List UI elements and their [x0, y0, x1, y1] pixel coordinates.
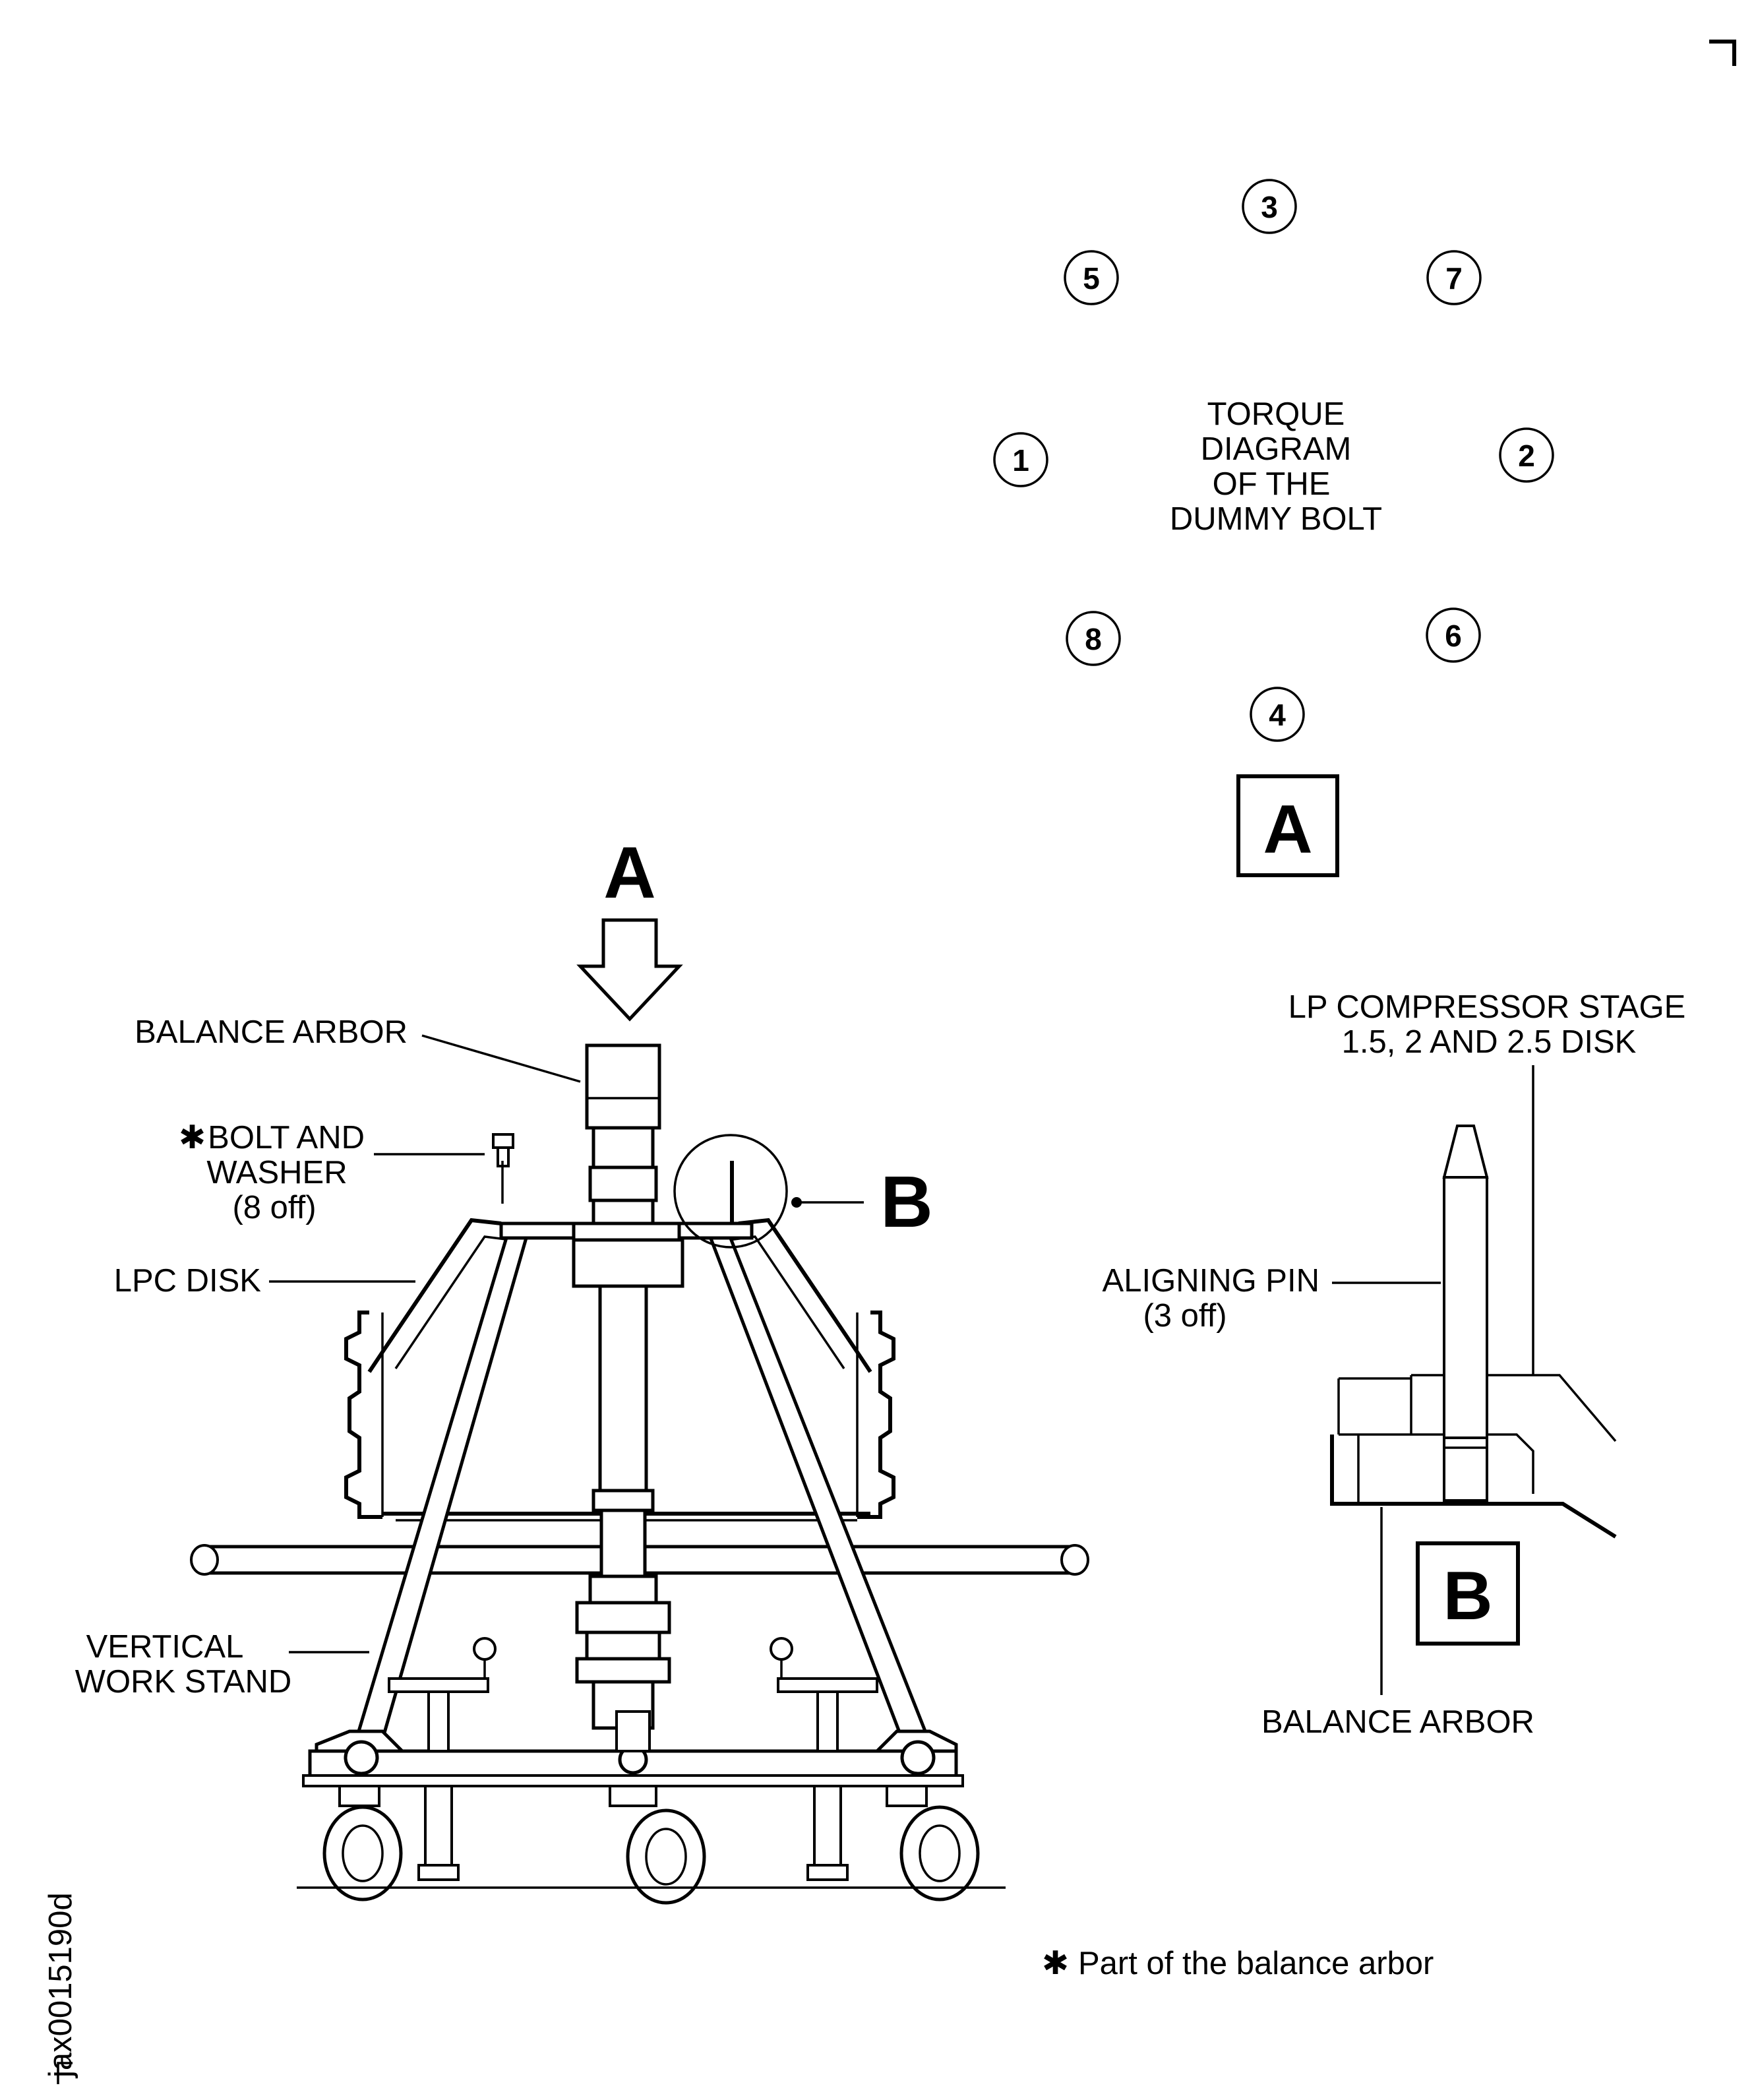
label-pin-line-2: (3 off)	[1143, 1298, 1226, 1334]
view-b-label: B	[1443, 1558, 1492, 1634]
label-stage-line-2: 1.5, 2 AND 2.5 DISK	[1342, 1024, 1637, 1060]
wheel-right	[899, 1805, 980, 1901]
bolt-circle-3	[1242, 179, 1297, 234]
label-balance-arbor: BALANCE ARBOR	[135, 1014, 408, 1050]
torque-title-line-1: TORQUE	[1207, 396, 1345, 432]
leader-balance-arbor	[421, 1034, 581, 1083]
bolt-number-text-1: 1	[1012, 443, 1029, 478]
figure-id-corner	[57, 2062, 73, 2084]
bolt-number-text-6: 6	[1445, 619, 1462, 653]
bolt-number-4: 4	[1250, 687, 1305, 742]
view-arrow-a-label: A	[603, 832, 655, 913]
label-bolt-qty: (8 off)	[232, 1190, 316, 1225]
stand-leg-left	[350, 1231, 530, 1753]
main-view: A	[75, 832, 1089, 1905]
label-lpc-disk: LPC DISK	[114, 1263, 262, 1299]
view-arrow-a-icon	[576, 918, 683, 1022]
balance-arbor	[572, 1043, 684, 1752]
bolt-number-text-4: 4	[1269, 698, 1286, 732]
bolt-circle-2	[1499, 427, 1554, 483]
bolt-number-text-7: 7	[1445, 261, 1463, 295]
bolt-circle-1	[993, 432, 1048, 487]
bolt-number-text-5: 5	[1083, 261, 1100, 295]
label-bolt-line-2: WASHER	[206, 1155, 347, 1190]
bolt-number-5: 5	[1064, 250, 1119, 305]
torque-diagram: 3 5 7 1 2 8 6 4 TORQUE DI	[993, 179, 1554, 877]
bolt-number-8: 8	[1066, 611, 1121, 666]
torque-title-line-3: OF THE	[1213, 466, 1331, 502]
asterisk-icon: ✱	[179, 1120, 206, 1156]
label-stand-line-1: VERTICAL	[86, 1629, 244, 1665]
stand-leg-right	[706, 1231, 936, 1753]
label-stand-line-2: WORK STAND	[75, 1664, 291, 1700]
bolt-number-text-3: 3	[1261, 190, 1278, 224]
label-bolt-line-1: BOLT AND	[208, 1120, 365, 1156]
bolt-circle-8	[1066, 611, 1121, 666]
vertical-work-stand	[297, 1221, 1006, 1905]
wheel-left	[322, 1805, 403, 1901]
arbor-shaft	[598, 1284, 648, 1493]
bolt-number-text-8: 8	[1085, 622, 1102, 656]
bolt-number-2: 2	[1499, 427, 1554, 483]
bolt-circle-6	[1426, 607, 1481, 663]
view-b-label-box	[1416, 1541, 1520, 1646]
aligning-pin	[1442, 1125, 1489, 1502]
footnote-text: Part of the balance arbor	[1078, 1946, 1434, 1981]
bolt-number-7: 7	[1426, 250, 1482, 305]
footnote: ✱ Part of the balance arbor	[1042, 1946, 1434, 1981]
bolt-number-1: 1	[993, 432, 1048, 487]
bolt-number-6: 6	[1426, 607, 1481, 663]
view-a-label: A	[1263, 791, 1312, 868]
bolt-number-text-2: 2	[1518, 439, 1535, 473]
torque-title-line-2: DIAGRAM	[1201, 431, 1352, 467]
arbor-top	[585, 1043, 661, 1130]
detail-b: LP COMPRESSOR STAGE 1.5, 2 AND 2.5 DISK …	[1103, 989, 1686, 1740]
bolt-circle-5	[1064, 250, 1119, 305]
corner-mark	[1709, 40, 1736, 66]
wheel-center	[626, 1808, 706, 1905]
label-pin-line-1: ALIGNING PIN	[1103, 1263, 1319, 1299]
bolt-circle-4	[1250, 687, 1305, 742]
torque-title-line-4: DUMMY BOLT	[1170, 501, 1382, 537]
label-detail-balance-arbor: BALANCE ARBOR	[1261, 1704, 1534, 1740]
figure-id: jax0015190d	[43, 1892, 78, 2079]
detail-b-marker: B	[880, 1161, 932, 1243]
view-a-label-box	[1236, 774, 1339, 877]
label-stage-line-1: LP COMPRESSOR STAGE	[1288, 989, 1686, 1025]
detail-b-circle	[673, 1134, 788, 1249]
bolt-circle-7	[1426, 250, 1482, 305]
footnote-asterisk-icon: ✱	[1042, 1946, 1069, 1981]
bolt-number-3: 3	[1242, 179, 1297, 234]
